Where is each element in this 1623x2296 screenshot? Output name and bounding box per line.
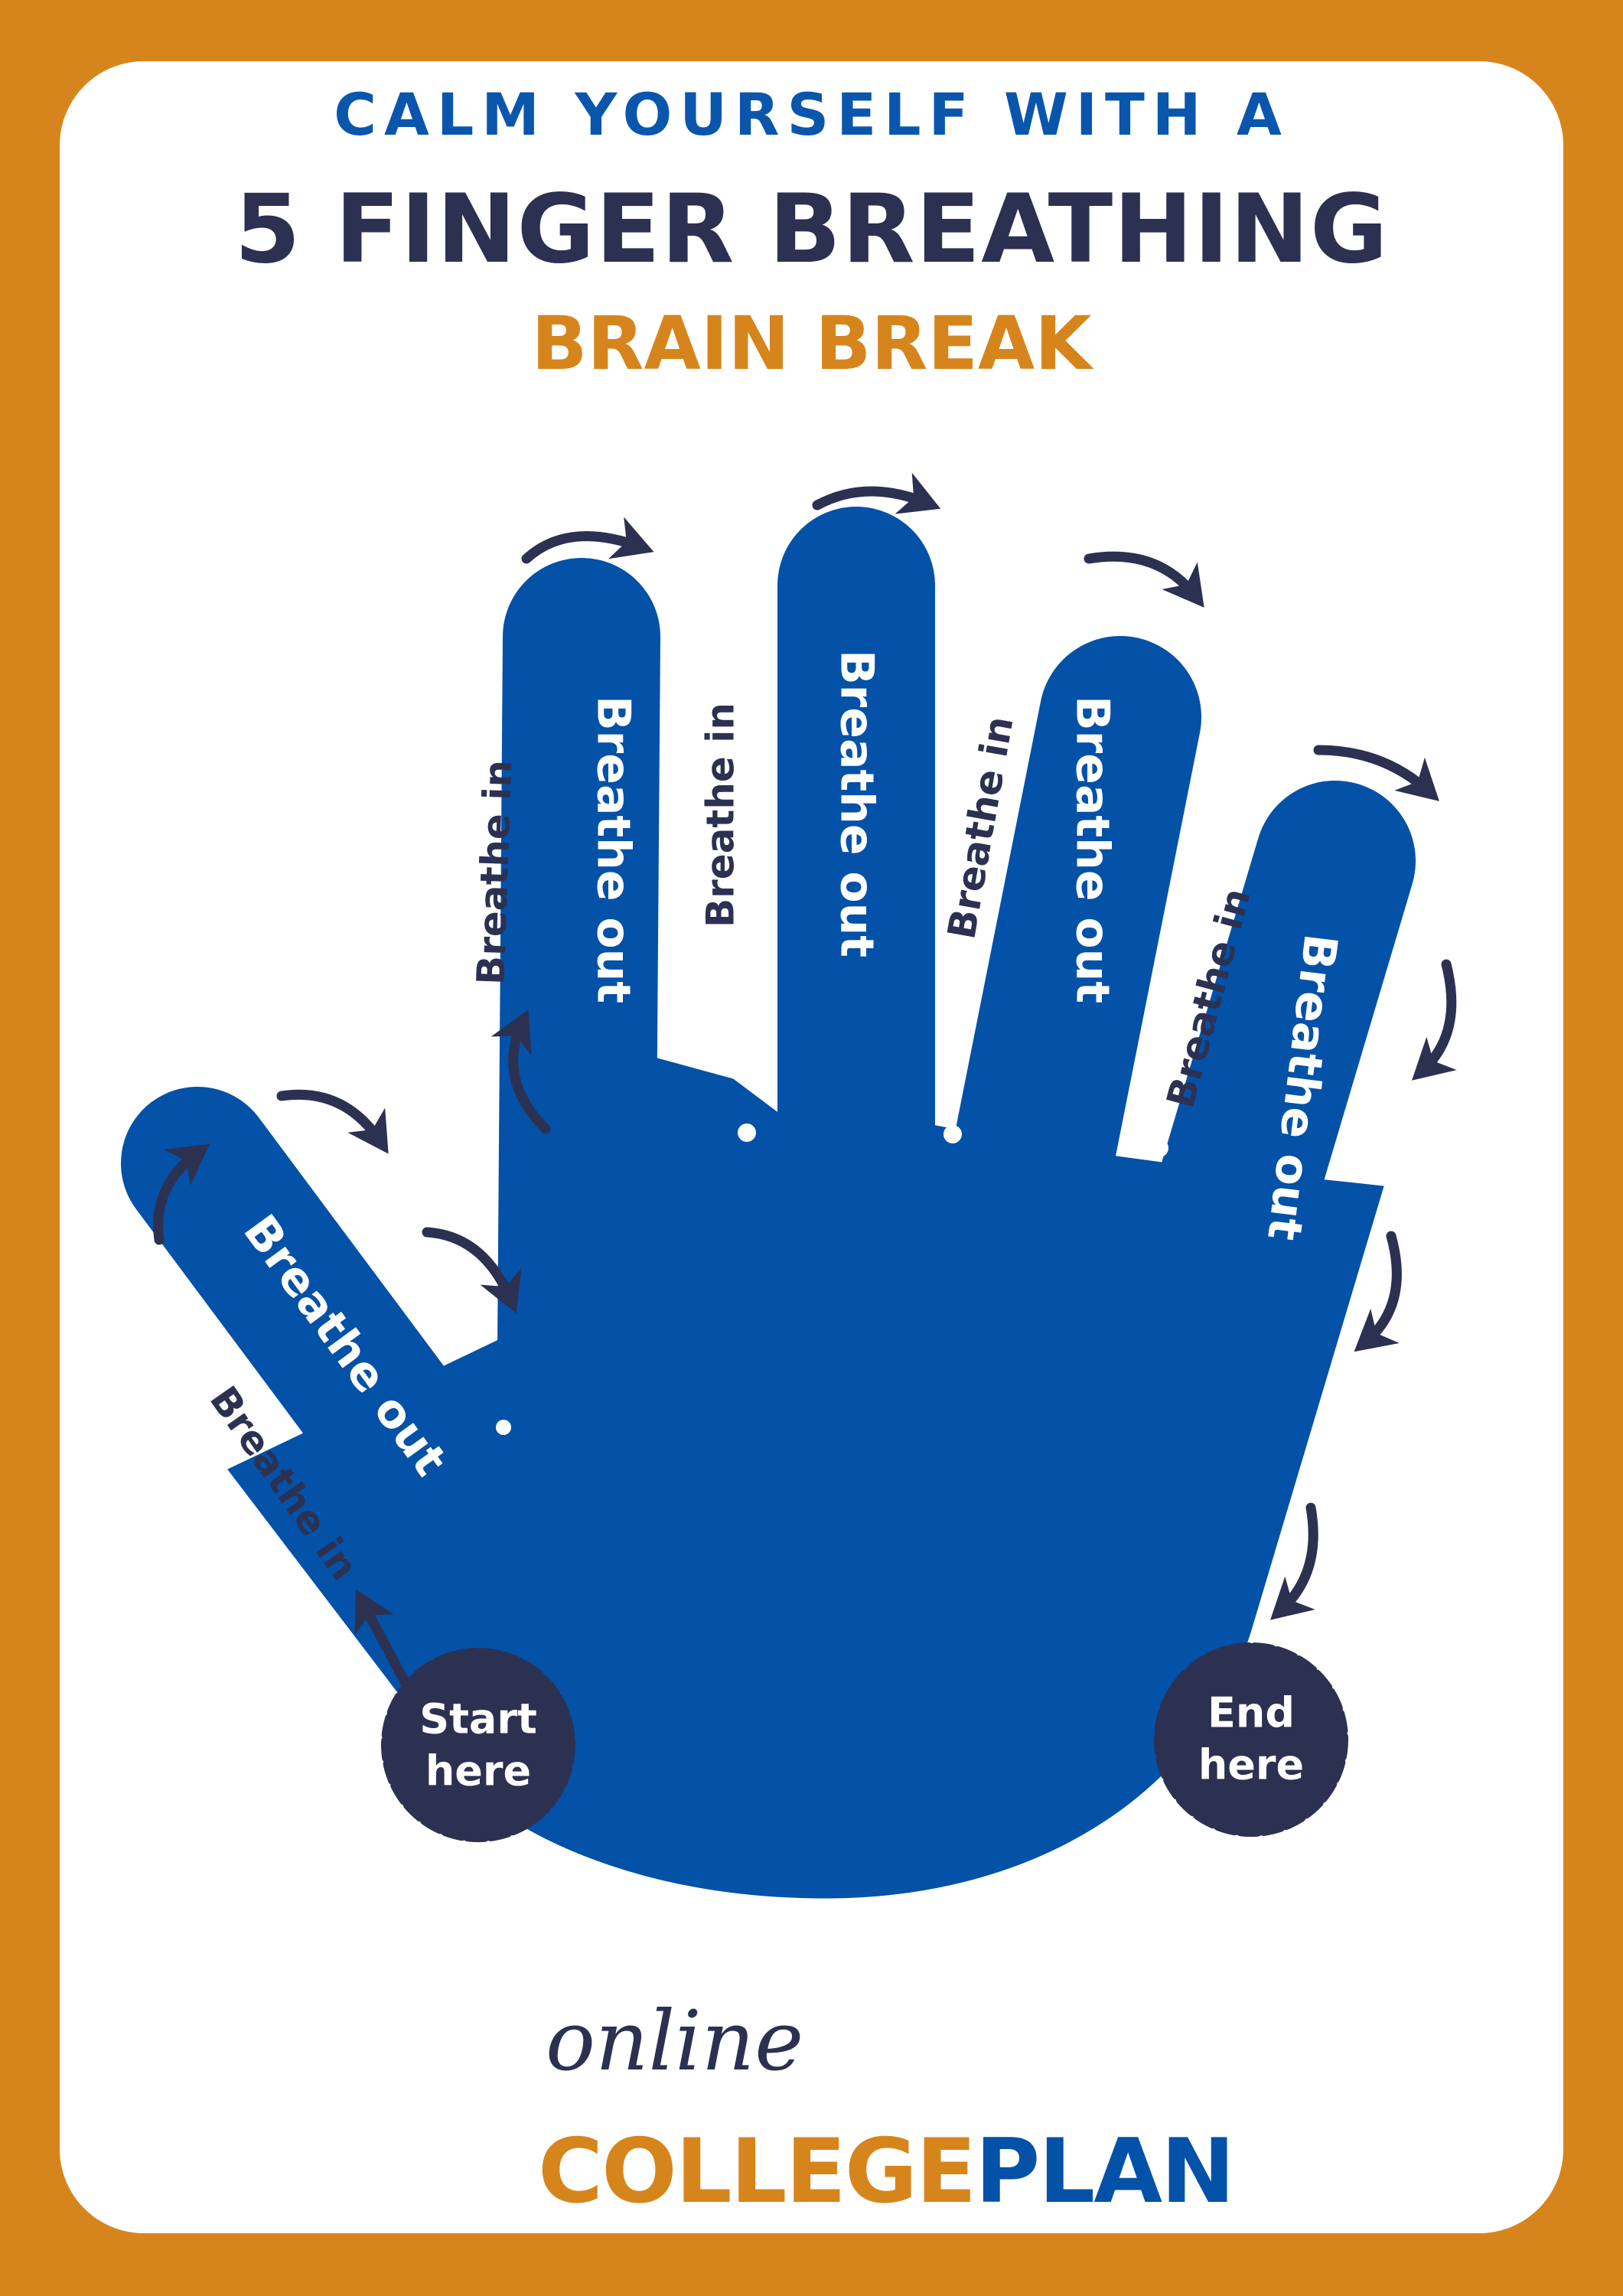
ring-breathe-out: Breathe out <box>1065 696 1119 1003</box>
curved-arrow-icon <box>1313 745 1439 801</box>
title-line-1: CALM YOURSELF WITH A <box>334 80 1289 148</box>
curved-arrow-icon <box>1412 959 1457 1081</box>
title-line-3: BRAIN BREAK <box>531 301 1092 386</box>
index-breathe-in: Breathe in <box>468 759 520 986</box>
poster-card: CALM YOURSELF WITH A 5 FINGER BREATHING … <box>60 61 1563 2233</box>
curved-arrow-icon <box>490 1009 551 1134</box>
logo-word-college: COLLEGE <box>538 2120 976 2223</box>
index-breathe-out: Breathe out <box>586 696 640 1003</box>
title-line-2: 5 FINGER BREATHING <box>234 174 1389 285</box>
curved-arrow-icon <box>422 1227 522 1314</box>
index-finger <box>497 558 660 1426</box>
curved-arrow-icon <box>276 1089 389 1154</box>
curved-arrow-icon <box>153 1143 210 1245</box>
curved-arrow-icon <box>1084 551 1204 608</box>
curved-arrow-icon <box>521 517 654 564</box>
hand-diagram: Breathe out Breathe out Breathe out Brea… <box>121 472 1457 1899</box>
brand-logo: online COLLEGEPLAN <box>473 1994 1315 2223</box>
start-badge: Start here <box>381 1648 575 1842</box>
end-badge: End here <box>1154 1642 1348 1837</box>
end-label-2: here <box>1198 1741 1304 1789</box>
curved-arrow-icon <box>1354 1231 1402 1352</box>
logo-wordmark: COLLEGEPLAN <box>538 2120 1235 2223</box>
start-label-2: here <box>425 1747 531 1795</box>
start-arrow-icon <box>354 1589 413 1693</box>
middle-breathe-out: Breathe out <box>829 650 883 957</box>
pinky-finger <box>1150 781 1416 1293</box>
thumb <box>121 1087 565 1630</box>
logo-script-text: online <box>546 1994 804 2089</box>
middle-breathe-in: Breathe in <box>699 703 743 928</box>
ring-finger <box>950 636 1201 1244</box>
logo-word-plan: PLAN <box>975 2120 1235 2223</box>
start-label-1: Start <box>419 1695 537 1743</box>
end-arrow-icon <box>1270 1502 1318 1620</box>
end-label-1: End <box>1207 1689 1295 1737</box>
curved-arrow-icon <box>812 472 941 514</box>
